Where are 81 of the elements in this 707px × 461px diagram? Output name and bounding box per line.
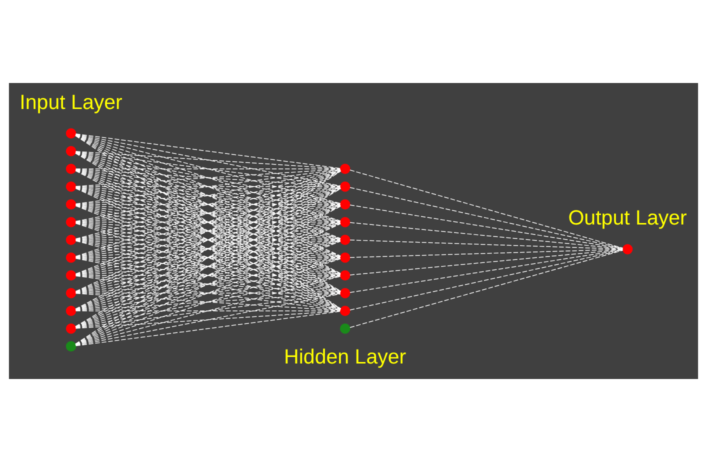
connector	[75, 310, 340, 346]
connector	[350, 249, 624, 310]
node-circle	[66, 198, 76, 210]
connector	[75, 150, 340, 186]
connector	[350, 248, 624, 292]
label: Input Layer	[20, 90, 122, 114]
connector	[75, 204, 341, 257]
connector	[350, 248, 624, 275]
connector	[75, 169, 341, 256]
node-circle	[66, 252, 76, 262]
node-circle	[340, 305, 350, 316]
connector	[75, 274, 340, 276]
node-circle	[66, 181, 76, 192]
connector	[75, 186, 340, 204]
connector	[75, 222, 340, 240]
connector	[350, 186, 624, 248]
connector	[350, 239, 624, 249]
connector	[75, 151, 341, 204]
connector	[75, 292, 341, 346]
node-circle	[66, 163, 76, 174]
connector	[75, 133, 340, 168]
connector	[75, 240, 341, 292]
node-circle	[340, 270, 350, 280]
connector	[75, 258, 341, 328]
connector	[75, 240, 341, 328]
connector	[75, 292, 340, 328]
node-circle	[340, 163, 350, 174]
label: Output Layer	[568, 206, 687, 230]
connector	[75, 275, 341, 346]
connector	[350, 169, 624, 248]
node-circle	[340, 252, 350, 262]
connector	[350, 222, 624, 249]
connector	[75, 222, 340, 257]
connector	[75, 134, 341, 204]
connector	[75, 204, 341, 292]
connector	[75, 168, 341, 222]
connector	[75, 239, 340, 258]
node-circle	[66, 216, 76, 227]
node-circle	[66, 287, 76, 298]
node-circle	[66, 340, 76, 351]
node-circle	[66, 146, 76, 156]
connector	[75, 152, 341, 239]
connector	[350, 204, 624, 248]
node-circle	[340, 287, 350, 298]
node-circle	[340, 181, 350, 192]
node-circle	[622, 244, 633, 254]
connector	[75, 256, 340, 258]
connector	[75, 168, 340, 204]
connector	[75, 275, 341, 328]
node-circle	[340, 234, 350, 244]
node-circle	[340, 198, 350, 210]
connector	[75, 186, 340, 222]
node-circle	[340, 216, 350, 227]
connector	[75, 204, 340, 240]
node-circle	[66, 322, 76, 334]
connector	[75, 310, 340, 311]
node-circle	[66, 234, 76, 244]
connector	[75, 204, 340, 222]
node-circle	[66, 128, 76, 138]
node-circle	[66, 305, 76, 316]
label: Hidden Layer	[284, 345, 406, 368]
connector	[75, 150, 340, 168]
connector	[75, 134, 341, 221]
node-circle	[66, 270, 76, 280]
connector	[350, 249, 624, 328]
connector	[75, 257, 340, 275]
connector	[75, 222, 341, 292]
connector	[75, 258, 341, 345]
connector	[350, 248, 624, 258]
node-circle	[340, 322, 350, 334]
connector	[75, 169, 341, 239]
connector	[75, 168, 340, 186]
connector	[75, 168, 340, 169]
connector	[75, 274, 340, 293]
connector	[75, 133, 341, 186]
connector	[75, 292, 340, 293]
connector	[75, 310, 340, 328]
connector	[75, 240, 340, 275]
connector	[75, 239, 340, 240]
connector	[75, 257, 340, 292]
connector	[75, 151, 341, 222]
